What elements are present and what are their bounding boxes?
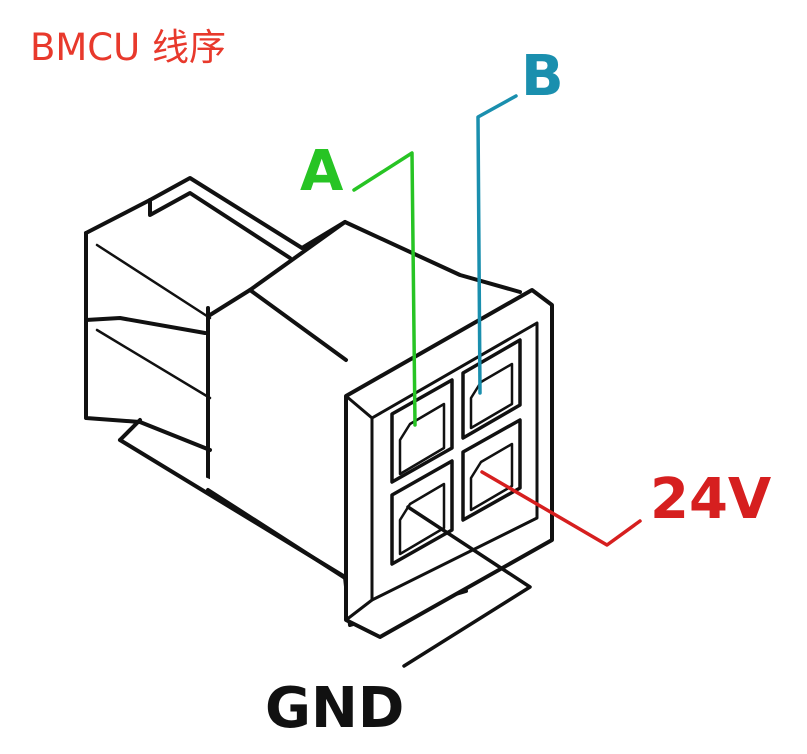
leader-lines bbox=[352, 94, 642, 668]
leader-line-b bbox=[476, 94, 518, 395]
leader-line-gnd bbox=[402, 505, 532, 668]
label-a: A bbox=[300, 139, 344, 204]
leader-line-a bbox=[352, 151, 417, 427]
label-gnd: GND bbox=[265, 676, 404, 741]
label-b: B bbox=[521, 44, 564, 109]
leader-line-24v bbox=[480, 470, 642, 547]
socket-24v bbox=[461, 418, 522, 522]
socket-a bbox=[390, 378, 454, 484]
socket-b bbox=[461, 338, 522, 440]
diagram-title: BMCU 线序 bbox=[30, 26, 226, 69]
label-24v: 24V bbox=[650, 467, 772, 532]
